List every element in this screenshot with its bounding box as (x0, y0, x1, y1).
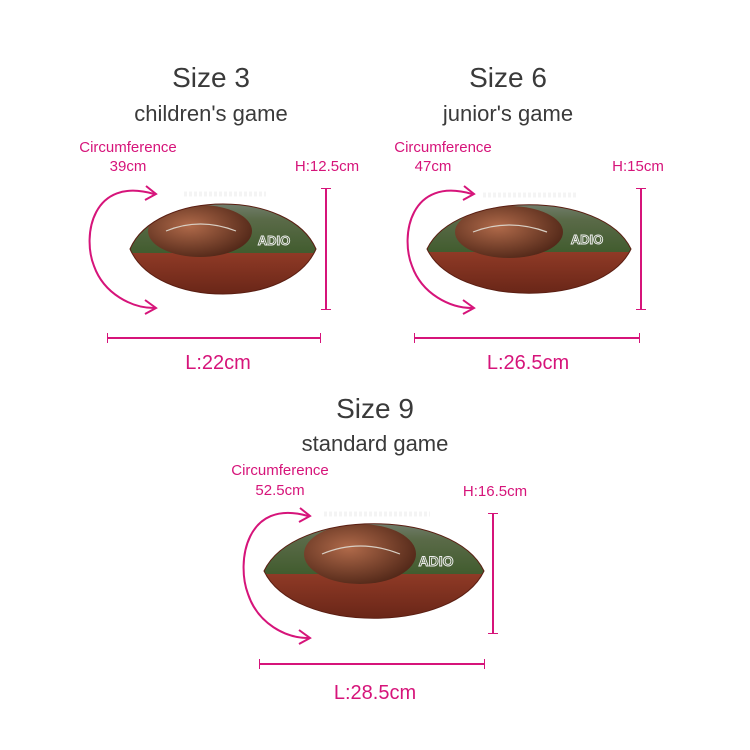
size-3-length-cap-left (107, 333, 108, 343)
size-9-circumference-label: Circumference (231, 462, 329, 479)
size-3-title: Size 3 (172, 62, 250, 93)
size-3-height-cap-bottom (321, 309, 331, 310)
size-6-length-cap-right (639, 333, 640, 343)
size-6-height-cap-bottom (636, 309, 646, 310)
size-9-length-cap-left (259, 659, 260, 669)
size-9-circumference-arrow-icon (242, 507, 312, 645)
size-3-height-label: H:12.5cm (294, 158, 360, 175)
size-9-circumference-value: 52.5cm (255, 482, 305, 499)
size-6-title: Size 6 (469, 62, 547, 93)
size-3-height-cap-top (321, 188, 331, 189)
size-9-length-cap-right (484, 659, 485, 669)
size-9-height-cap-bottom (488, 633, 498, 634)
size-3-height-line (325, 188, 327, 310)
size-9-height-label: H:16.5cm (462, 483, 528, 500)
size-9-title: Size 9 (336, 393, 414, 424)
size-6-height-cap-top (636, 188, 646, 189)
size-6-circumference-label: Circumference (394, 139, 492, 156)
size-3-length-line (107, 337, 321, 339)
size-6-height-line (640, 188, 642, 310)
size-6-ball-logo: ADIO (571, 232, 604, 247)
size-9-length-label: L:28.5cm (333, 682, 417, 704)
size-3-football-image: ADIO (129, 191, 317, 295)
size-3-ball-logo: ADIO (258, 233, 291, 248)
size-6-height-label: H:15cm (612, 158, 664, 175)
size-3-length-label: L:22cm (185, 352, 251, 374)
size-6-length-cap-left (414, 333, 415, 343)
size-9-subtitle: standard game (301, 431, 449, 456)
size-6-length-line (414, 337, 640, 339)
size-6-football-image: ADIO (426, 192, 632, 294)
size-3-circumference-value: 39cm (109, 158, 147, 175)
size-9-length-line (259, 663, 485, 665)
size-3-subtitle: children's game (134, 101, 288, 126)
size-6-subtitle: junior's game (442, 101, 574, 126)
size-6-circumference-value: 47cm (414, 158, 452, 175)
size-9-football-image: ADIO (263, 511, 485, 619)
size-6-length-label: L:26.5cm (486, 352, 570, 374)
size-3-length-cap-right (320, 333, 321, 343)
size-9-height-line (492, 513, 494, 634)
size-6-circumference-arrow-icon (406, 185, 476, 315)
size-3-circumference-arrow-icon (88, 185, 158, 315)
size-3-circumference-label: Circumference (79, 139, 177, 156)
size-9-height-cap-top (488, 513, 498, 514)
size-9-ball-logo: ADIO (419, 553, 454, 569)
